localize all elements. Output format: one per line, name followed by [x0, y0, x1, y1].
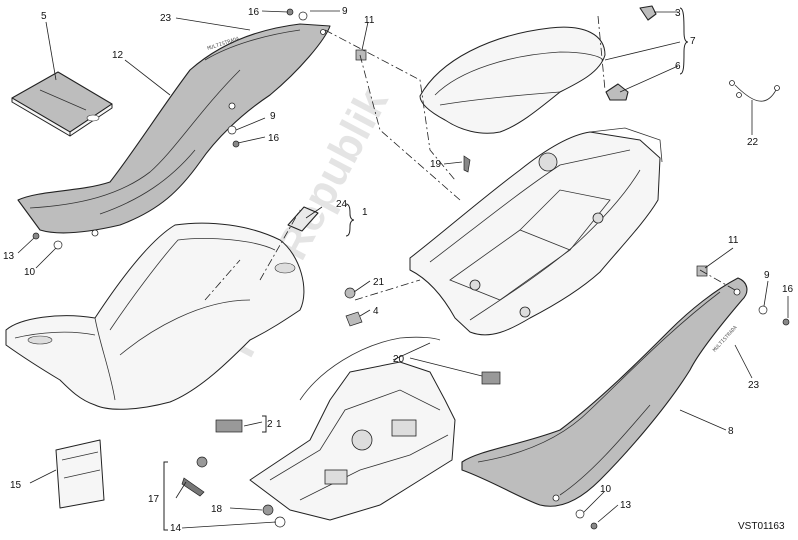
callout-4: 4 [373, 306, 379, 317]
callout-9-top: 9 [342, 6, 348, 17]
callout-15: 15 [10, 480, 22, 491]
callout-12: 12 [112, 50, 124, 61]
part-8-rear-frame [409, 127, 663, 336]
callout-5: 5 [41, 11, 47, 22]
part-22-cable [729, 80, 780, 102]
part-1-rider-seat [5, 222, 305, 410]
callout-6: 6 [675, 61, 681, 72]
callout-14: 14 [170, 523, 182, 534]
callout-1-top: 1 [362, 207, 368, 218]
callout-2: 2 [267, 419, 273, 430]
part-5-manual-booklet [11, 71, 113, 137]
callout-16-right: 16 [782, 284, 794, 295]
callout-19: 19 [430, 159, 442, 170]
leader-lines [17, 10, 789, 529]
callout-13-bottom: 13 [620, 500, 632, 511]
reference-code: VST01163 [738, 521, 785, 532]
callout-11-top: 11 [364, 15, 375, 26]
callout-9-mid: 9 [270, 111, 276, 122]
callout-23-top: 23 [160, 13, 172, 24]
braces [163, 7, 689, 531]
assembly-lines [259, 15, 736, 301]
under-seat-tray [249, 361, 456, 521]
callout-7: 7 [690, 36, 696, 47]
callout-23-right: 23 [748, 380, 760, 391]
callout-20: 20 [393, 354, 405, 365]
callout-labels: 5 12 23 16 9 11 9 16 13 10 3 7 6 22 19 2… [3, 6, 794, 534]
part-6-rubber-buffer [605, 83, 629, 101]
callout-13-left: 13 [3, 251, 15, 262]
callout-10-bottom: 10 [600, 484, 612, 495]
part-7-passenger-seat [419, 26, 606, 134]
callout-22: 22 [747, 137, 759, 148]
callout-9-right: 9 [764, 270, 770, 281]
part-15-tool-bag [55, 439, 105, 509]
callout-8: 8 [728, 426, 734, 437]
callout-24: 24 [336, 199, 348, 210]
callout-21: 21 [373, 277, 385, 288]
callout-16-top: 16 [248, 7, 260, 18]
callout-10-left: 10 [24, 267, 36, 278]
callout-17: 17 [148, 494, 160, 505]
callout-1-bottom: 1 [276, 419, 282, 430]
callout-16-mid: 16 [268, 133, 280, 144]
part-24-rubber-pad [287, 206, 319, 232]
callout-11-right: 11 [728, 235, 739, 246]
callout-18: 18 [211, 504, 223, 515]
part-3-seat-hook [639, 5, 657, 21]
callout-3: 3 [675, 8, 681, 19]
